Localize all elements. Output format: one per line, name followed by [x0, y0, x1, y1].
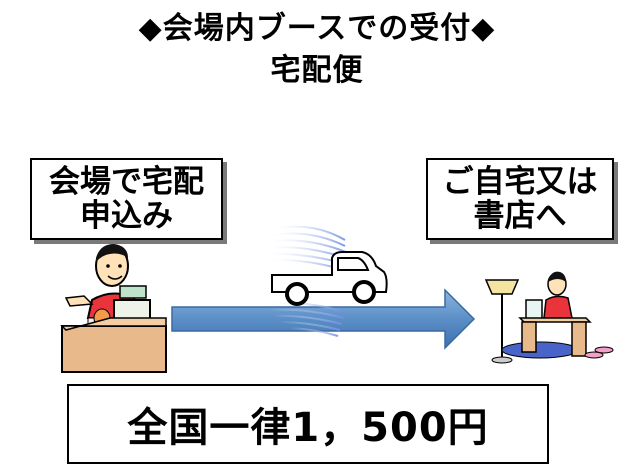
- origin-label-line2: 申込み: [80, 198, 173, 234]
- page-subtitle: 宅配便: [270, 53, 364, 88]
- page-title: ◆会場内ブースでの受付◆: [138, 11, 496, 46]
- delivery-truck-icon: [263, 225, 388, 337]
- price-box: 全国一律1，500円: [67, 384, 549, 464]
- home-reader-illustration: [484, 271, 614, 364]
- origin-label-line1: 会場で宅配: [49, 163, 204, 200]
- destination-box: ご自宅又は 書店へ: [426, 158, 614, 240]
- clerk-illustration: [60, 244, 167, 373]
- destination-label-line2: 書店へ: [473, 198, 567, 234]
- destination-label-line1: ご自宅又は: [442, 163, 598, 200]
- origin-box: 会場で宅配 申込み: [30, 158, 223, 240]
- price-label: 全国一律1，500円: [127, 405, 489, 451]
